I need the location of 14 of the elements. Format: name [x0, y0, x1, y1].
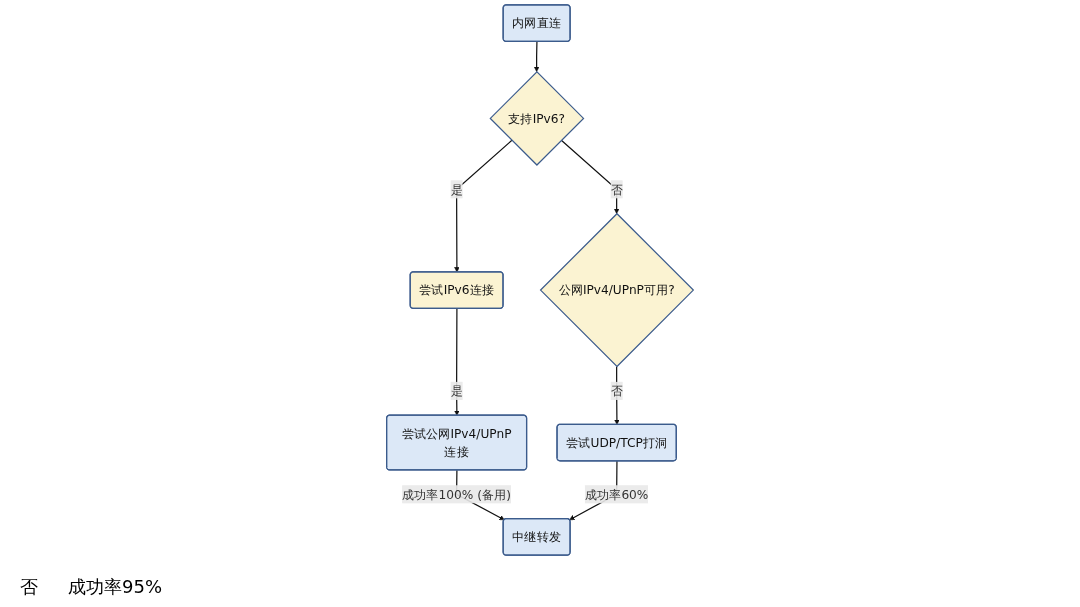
- edge-label: 否: [610, 182, 623, 197]
- node-diamond: 支持IPv6?: [489, 70, 585, 166]
- note-text: 成功率95%: [68, 575, 162, 599]
- arrow: [534, 41, 540, 73]
- edge-label: 否: [610, 383, 623, 399]
- edge-label: 成功率100% (备用): [402, 486, 512, 502]
- edge-label: 是: [450, 182, 463, 197]
- node-diamond: 公网IPv4/UPnP可用?: [539, 212, 695, 368]
- edge-label: 是: [450, 383, 463, 399]
- note-text: 否: [20, 575, 38, 599]
- arrow: [560, 139, 620, 214]
- edge-label: 成功率60%: [584, 486, 649, 502]
- arrow: [454, 308, 460, 416]
- arrow: [454, 139, 513, 273]
